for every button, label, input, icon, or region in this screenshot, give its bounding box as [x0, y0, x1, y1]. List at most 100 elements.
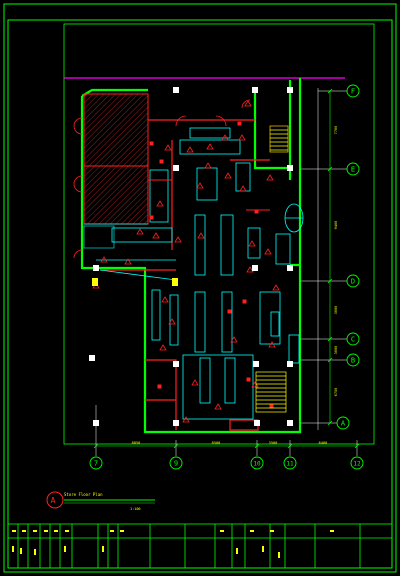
equipment-arrow	[136, 228, 144, 235]
axis-bubble-E: E	[346, 162, 360, 176]
drawing-title: Store Floor Plan	[64, 492, 103, 497]
axis-label-F: F	[351, 88, 355, 96]
axis-bubble-12: 12	[350, 456, 364, 470]
equipment-arrow	[246, 266, 254, 273]
shelving-unit	[194, 291, 206, 353]
dim-right-4: 3000	[334, 346, 338, 355]
title-block-glyph	[102, 546, 104, 552]
equipment-arrow	[182, 416, 190, 423]
equipment-arrow	[206, 143, 214, 150]
dimension-tick	[327, 166, 333, 172]
equipment-arrow	[159, 344, 167, 351]
title-block-glyph	[44, 530, 48, 532]
column	[287, 87, 293, 93]
dimension-tick	[93, 443, 99, 449]
dimension-tick	[327, 88, 333, 94]
title-block-glyph	[54, 530, 58, 532]
equipment-dot	[149, 141, 154, 146]
column	[287, 361, 293, 367]
axis-bubble-9: 9	[169, 456, 183, 470]
shelving-unit	[270, 311, 280, 337]
title-block-glyph	[65, 530, 69, 532]
shelving-unit	[221, 291, 233, 353]
title-block-glyph	[262, 546, 264, 552]
shelving-unit	[259, 291, 281, 345]
shelving-unit	[199, 357, 211, 404]
title-block-glyph	[120, 530, 124, 532]
column	[252, 87, 258, 93]
axis-bubble-A: A	[336, 416, 350, 430]
shelving-unit	[189, 127, 231, 139]
title-block-glyph	[22, 530, 26, 532]
equipment-arrow	[186, 146, 194, 153]
grid-lines	[95, 88, 358, 456]
axis-label-A: A	[341, 420, 346, 428]
column	[287, 265, 293, 271]
equipment-arrow	[251, 381, 259, 388]
title-block-glyph	[20, 548, 22, 554]
column	[287, 165, 293, 171]
column	[173, 165, 179, 171]
equipment-arrow	[124, 258, 132, 265]
drawing-title-mark: A Store Floor Plan 1:100	[46, 491, 155, 511]
axis-label-7: 7	[94, 460, 98, 468]
equipment-dot	[149, 215, 154, 220]
axis-label-E: E	[351, 166, 355, 174]
shelving-unit	[149, 169, 169, 223]
equipment-arrow	[224, 172, 232, 179]
axis-bubble-C: C	[346, 332, 360, 346]
dimension-tick	[287, 443, 293, 449]
axis-bubble-11: 11	[283, 456, 297, 470]
dimension-tick	[354, 443, 360, 449]
axis-bubble-7: 7	[89, 456, 103, 470]
title-block-glyph	[330, 530, 334, 532]
dim-right-2: 9400	[334, 221, 338, 230]
dimension-tick	[254, 443, 260, 449]
counter-line	[99, 269, 177, 281]
door-swings	[73, 99, 251, 259]
title-block-glyph	[250, 530, 254, 532]
shelving-unit	[288, 334, 300, 364]
equipment-arrow	[196, 182, 204, 189]
title-block-glyph	[220, 530, 224, 532]
axis-bubble-D: D	[346, 274, 360, 288]
equipment-arrow	[272, 284, 280, 291]
axis-label-D: D	[351, 278, 355, 286]
equipment-arrow	[264, 248, 272, 255]
column	[252, 265, 258, 271]
sheet-frame	[3, 3, 397, 573]
equipment-arrow	[239, 185, 247, 192]
equipment-arrow	[156, 200, 164, 207]
dim-bottom-4: 6400	[319, 441, 328, 445]
axis-label-C: C	[351, 336, 355, 344]
title-block-glyph	[270, 530, 274, 532]
axis-label-12: 12	[353, 461, 361, 468]
equipment-dot	[237, 121, 242, 126]
dimension-lines	[93, 88, 360, 449]
dim-right-1: 7700	[334, 126, 338, 135]
shelving-unit	[275, 233, 291, 265]
column	[173, 420, 179, 426]
title-block-glyph	[110, 530, 114, 532]
equipment-dot	[227, 309, 232, 314]
dim-right-3: 3000	[334, 306, 338, 315]
axis-bubble-B: B	[346, 353, 360, 367]
shelving-unit	[194, 214, 206, 276]
equipment-dot	[242, 299, 247, 304]
title-block-glyph	[236, 548, 238, 554]
dimension-tick	[327, 278, 333, 284]
shelving-unit	[235, 162, 251, 192]
axis-bubble-F: F	[346, 84, 360, 98]
title-block-glyph	[33, 530, 37, 532]
equipment-arrow	[197, 232, 205, 239]
equipment-arrow	[191, 379, 199, 386]
equipment-arrow	[230, 336, 238, 343]
shelving-unit	[169, 294, 179, 346]
title-block-glyph	[64, 546, 66, 552]
axis-label-B: B	[351, 357, 355, 365]
equipment-arrow	[164, 144, 172, 151]
structural-columns	[89, 87, 293, 426]
shelving-unit	[179, 139, 241, 155]
dimension-tick	[327, 336, 333, 342]
